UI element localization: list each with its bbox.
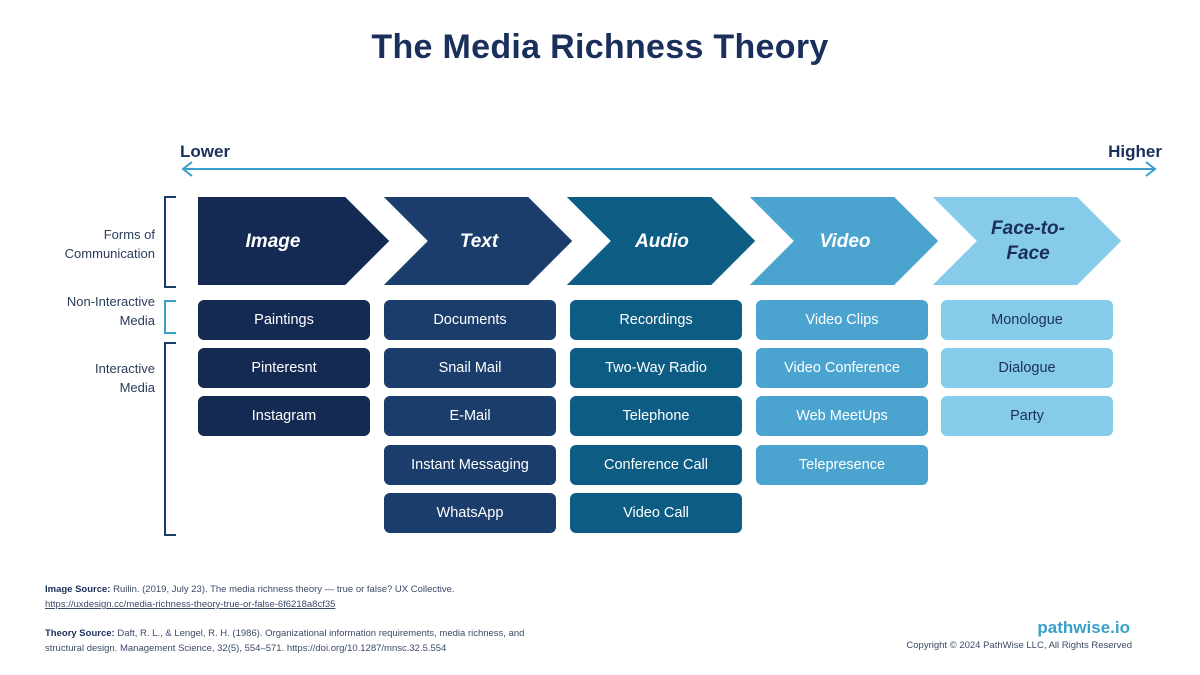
page-title: The Media Richness Theory [371,28,829,66]
chevron-label-0: Image [245,230,301,252]
interactive-media-1-1: Snail Mail [384,348,556,388]
scale-lower-label: Lower [180,142,231,161]
chevron-label-3: Video [819,230,871,252]
interactive-media-4-2: Party [941,396,1113,436]
interactive-media-0-1: Pinteresnt [198,348,370,388]
non-interactive-media-3-0: Video Clips [756,300,928,340]
chevron-2 [557,194,761,289]
interactive-media-3-1: Video Conference [756,348,928,388]
interactive-media-2-1: Two-Way Radio [570,348,742,388]
interactive-media-0-2: Instagram [198,396,370,436]
interactive-media-1-4: WhatsApp [384,493,556,533]
interactive-media-2-2: Telephone [570,396,742,436]
interactive-media-1-2: E-Mail [384,396,556,436]
chevron-0 [196,194,395,289]
chevron-1 [374,194,578,289]
bracket-interactive [164,342,176,536]
non-interactive-media-2-0: Recordings [570,300,742,340]
bracket-forms [164,196,176,288]
interactive-media-2-3: Conference Call [570,445,742,485]
chevron-4 [923,194,1127,289]
copyright: Copyright © 2024 PathWise LLC, All Right… [906,640,1132,651]
interactive-media-3-2: Web MeetUps [756,396,928,436]
non-interactive-media-0-0: Paintings [198,300,370,340]
richness-scale-arrow [181,161,1157,177]
non-interactive-media-1-0: Documents [384,300,556,340]
bracket-non-interactive [164,300,176,334]
brand-logo-text[interactable]: pathwise.io [1037,618,1130,637]
image-source-link[interactable]: https://uxdesign.cc/media-richness-theor… [45,599,336,610]
image-source: Image Source: Ruilin. (2019, July 23). T… [45,584,455,610]
chevron-label-4: Face-to-Face [991,218,1065,264]
chevron-label-1: Text [459,230,499,252]
interactive-media-3-3: Telepresence [756,445,928,485]
interactive-media-2-4: Video Call [570,493,742,533]
scale-higher-label: Higher [1108,142,1162,161]
theory-source: Theory Source: Daft, R. L., & Lengel, R.… [45,628,525,654]
interactive-media-1-3: Instant Messaging [384,445,556,485]
chevron-3 [740,194,944,289]
non-interactive-media-4-0: Monologue [941,300,1113,340]
interactive-media-4-1: Dialogue [941,348,1113,388]
chevron-label-2: Audio [635,230,689,252]
communication-forms-chevrons [196,194,1127,289]
